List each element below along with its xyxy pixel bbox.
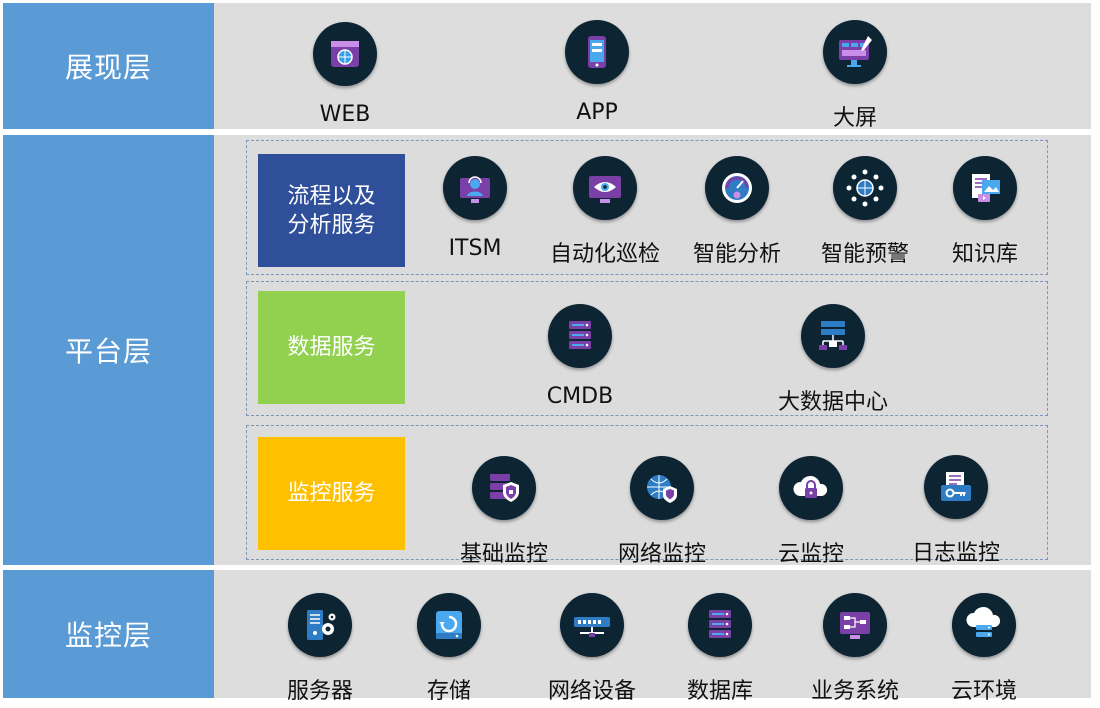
monitoring-item-storage: 存储: [379, 593, 519, 705]
monitoring-item-server: 服务器: [250, 593, 390, 705]
alert-network-icon: [833, 156, 897, 220]
monitoring-item-label: 存储: [426, 679, 471, 704]
monitoring-item-network-device: 网络设备: [522, 593, 662, 705]
monitoring-item-label: 数据库: [686, 679, 753, 704]
platform-item-label: 大数据中心: [777, 390, 888, 415]
database-server-icon: [688, 593, 752, 657]
service-desk-icon: [443, 156, 507, 220]
mobile-app-icon: [565, 20, 629, 84]
network-switch-icon: [560, 593, 624, 657]
dashboard-screen-icon: [823, 20, 887, 84]
platform-item-label: 日志监控: [911, 541, 1000, 566]
category-data-service: 数据服务: [258, 291, 405, 404]
platform-item-smart-alert: 智能预警: [795, 156, 935, 268]
platform-item-smart-analysis: 智能分析: [667, 156, 807, 268]
monitoring-item-cloud-env: 云环境: [914, 593, 1054, 705]
layer-label-platform: 平台层: [3, 135, 214, 565]
cmdb-server-icon: [548, 304, 612, 368]
platform-item-itsm: ITSM: [405, 156, 545, 261]
platform-item-label: 智能分析: [692, 242, 781, 267]
server-gear-icon: [288, 593, 352, 657]
platform-item-label: CMDB: [546, 384, 614, 409]
platform-item-label: 智能预警: [820, 242, 909, 267]
category-monitoring-service: 监控服务: [258, 437, 405, 550]
knowledge-base-icon: [953, 156, 1017, 220]
monitoring-item-label: 网络设备: [547, 679, 636, 704]
platform-item-knowledge-base: 知识库: [915, 156, 1055, 268]
cloud-lock-icon: [779, 456, 843, 520]
platform-item-log-monitoring: 日志监控: [886, 455, 1026, 567]
platform-item-big-data-center: 大数据中心: [763, 304, 903, 416]
monitoring-item-business-system: 业务系统: [785, 593, 925, 705]
layer-label-monitoring: 监控层: [3, 570, 214, 698]
layer-label-presentation: 展现层: [3, 3, 214, 129]
globe-shield-icon: [630, 456, 694, 520]
gauge-analysis-icon: [705, 156, 769, 220]
presentation-item-label: WEB: [319, 102, 371, 127]
log-key-icon: [924, 455, 988, 519]
presentation-item-web: WEB: [275, 22, 415, 127]
storage-disk-icon: [417, 593, 481, 657]
cloud-environment-icon: [952, 593, 1016, 657]
presentation-item-app: APP: [527, 20, 667, 125]
presentation-item-big-screen: 大屏: [785, 20, 925, 132]
monitoring-item-label: 业务系统: [810, 679, 899, 704]
presentation-item-label: APP: [576, 100, 618, 125]
web-browser-icon: [313, 22, 377, 86]
presentation-item-label: 大屏: [832, 106, 877, 131]
platform-item-cloud-monitoring: 云监控: [741, 456, 881, 568]
inspection-eye-icon: [573, 156, 637, 220]
platform-item-auto-inspection: 自动化巡检: [535, 156, 675, 268]
platform-item-label: 知识库: [951, 242, 1018, 267]
big-data-center-icon: [801, 304, 865, 368]
monitoring-item-label: 云环境: [950, 679, 1017, 704]
platform-item-label: 自动化巡检: [549, 242, 660, 267]
platform-item-cmdb: CMDB: [510, 304, 650, 409]
server-shield-icon: [472, 456, 536, 520]
platform-item-label: ITSM: [448, 236, 502, 261]
platform-item-label: 云监控: [777, 542, 844, 567]
platform-item-network-monitoring: 网络监控: [592, 456, 732, 568]
monitoring-panel: [214, 570, 1091, 698]
business-system-icon: [823, 593, 887, 657]
monitoring-item-label: 服务器: [286, 679, 353, 704]
category-process-analysis: 流程以及 分析服务: [258, 154, 405, 267]
platform-item-label: 基础监控: [459, 542, 548, 567]
platform-item-basic-monitoring: 基础监控: [434, 456, 574, 568]
platform-item-label: 网络监控: [617, 542, 706, 567]
monitoring-item-database: 数据库: [650, 593, 790, 705]
